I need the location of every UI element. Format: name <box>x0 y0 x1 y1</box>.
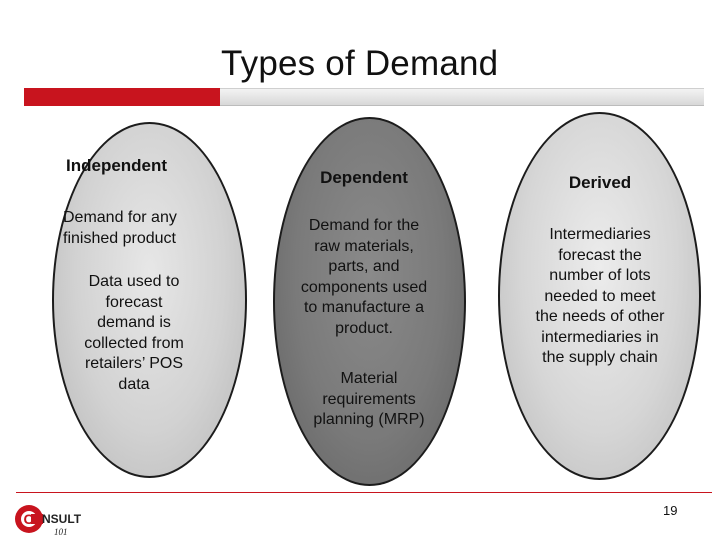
title-underline-bar <box>220 88 704 106</box>
oval-derived <box>498 112 701 480</box>
text-line: forecast <box>105 293 163 311</box>
text-line: parts, and <box>328 258 400 275</box>
text-line: retailers’ POS <box>84 355 184 372</box>
dependent-heading: Dependent <box>320 168 408 187</box>
derived-text-a: Intermediaries forecast the number of lo… <box>520 225 680 369</box>
text-line: Material <box>340 370 398 387</box>
text-line: product. <box>335 319 393 337</box>
text-line: forecast the <box>558 246 642 264</box>
logo-letter: C <box>24 511 34 527</box>
text-line: components used <box>300 278 428 296</box>
text-line: to manufacture a <box>303 299 425 316</box>
oval-independent <box>52 122 247 478</box>
text-line: data <box>118 375 150 393</box>
text-line: raw materials, <box>314 237 414 255</box>
independent-heading: Independent <box>66 156 168 175</box>
text-line: Intermediaries <box>549 226 651 243</box>
logo-word: NSULT <box>42 512 82 526</box>
text-line: demand is <box>97 314 171 331</box>
text-line: the needs of other <box>535 308 665 325</box>
independent-text-a: Demand for any finished product <box>63 208 177 249</box>
logo-sub: 101 <box>54 527 68 537</box>
text-line: collected from <box>84 334 184 352</box>
text-line: needed to meet <box>544 287 656 305</box>
page-number: 19 <box>663 503 678 518</box>
derived-heading: Derived <box>568 173 632 192</box>
oval-dependent <box>273 117 466 486</box>
footer-divider <box>16 492 712 493</box>
text-line: number of lots <box>549 267 651 284</box>
text-line: Demand for the <box>308 217 420 234</box>
text-line: the supply chain <box>542 349 658 366</box>
independent-text-b: Data used to forecast demand is collecte… <box>64 272 204 395</box>
consult-101-logo: C NSULT 101 <box>15 505 82 537</box>
text-line: Data used to <box>88 273 180 290</box>
text-line: Demand for any <box>63 209 177 226</box>
slide-title: Types of Demand <box>221 44 499 83</box>
text-line: planning (MRP) <box>313 411 425 428</box>
dependent-text-a: Demand for the raw materials, parts, and… <box>284 216 444 339</box>
dependent-text-b: Material requirements planning (MRP) <box>294 369 444 431</box>
text-line: finished product <box>63 229 176 247</box>
text-line: intermediaries in <box>541 328 659 346</box>
title-accent-bar <box>24 88 220 106</box>
text-line: requirements <box>322 390 416 408</box>
